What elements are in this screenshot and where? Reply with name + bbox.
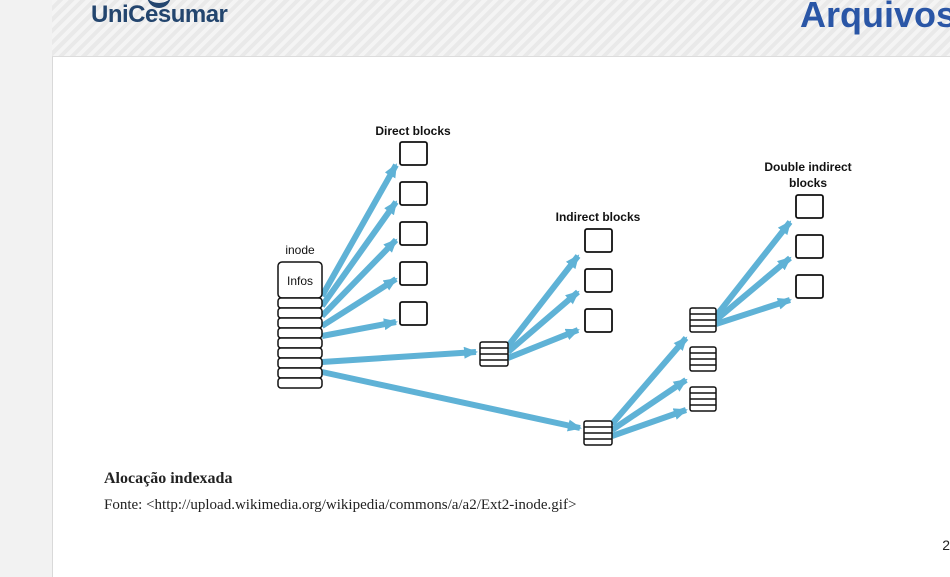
unicesumar-logo: UniCesumar [91,0,228,31]
arrow-double-l2-1 [713,220,793,318]
arrow-inode-to-direct-1 [319,163,399,298]
arrows-group [319,163,793,439]
arrow-inode-to-direct-4 [320,276,398,329]
inode-pointer-cell [277,337,323,349]
page-number: 2 [942,537,950,553]
arrow-inode-to-indirect [321,346,478,365]
direct-block [399,141,428,166]
pointer-blocks [479,307,717,446]
left-sidebar-strip [0,0,53,577]
inode-structure [277,261,323,389]
indirect-pointer-block [479,341,509,367]
arrow-double-l2-2 [714,255,792,323]
second-level-pointer-block [689,386,717,412]
label-inode: inode [285,243,315,257]
direct-block [399,221,428,246]
label-indirect-blocks: Indirect blocks [556,210,641,224]
logo-arc-icon [147,0,171,8]
direct-block [399,261,428,286]
inode-pointer-cell [277,307,323,319]
inode-pointer-cell [277,357,323,369]
arrow-double-l1-3 [611,407,688,439]
arrow-inode-to-double-indirect [321,369,582,432]
indirect-blocks [584,228,613,333]
inode-pointer-cell [277,317,323,329]
inode-pointer-cell [277,347,323,359]
label-double-indirect-line1: Double indirect [764,160,851,174]
slide-title: Arquivos [799,0,950,35]
second-level-pointer-block [689,307,717,333]
indirect-block [584,308,613,333]
indirect-block [584,268,613,293]
inode-pointer-cell [277,377,323,389]
double-indirect-block [795,194,824,219]
label-double-indirect-line2: blocks [789,176,827,190]
inode-pointer-cell [277,367,323,379]
label-infos: Infos [287,274,313,288]
double-indirect-block [795,234,824,259]
caption-title: Alocação indexada [104,470,233,487]
double-indirect-block [795,274,824,299]
direct-block [399,301,428,326]
caption-source: Fonte: <http://upload.wikimedia.org/wiki… [104,497,577,513]
arrow-indirect-3 [506,327,580,361]
second-level-pointer-block [689,346,717,372]
arrow-inode-to-direct-5 [321,318,398,339]
arrow-double-l1-1 [609,336,689,426]
label-direct-blocks: Direct blocks [375,124,451,138]
header-band [52,0,950,57]
double-indirect-blocks [795,194,824,299]
arrow-inode-to-direct-3 [319,237,399,319]
arrow-indirect-2 [506,289,580,355]
direct-blocks [399,141,428,326]
arrow-double-l1-2 [610,377,688,433]
arrow-inode-to-direct-2 [319,200,399,308]
inode-pointer-cell [277,327,323,339]
inode-pointer-cell [277,297,323,309]
arrow-double-l2-3 [715,297,792,327]
arrow-indirect-1 [505,254,581,348]
indirect-block [584,228,613,253]
direct-block [399,181,428,206]
double-indirect-pointer-block [583,420,613,446]
